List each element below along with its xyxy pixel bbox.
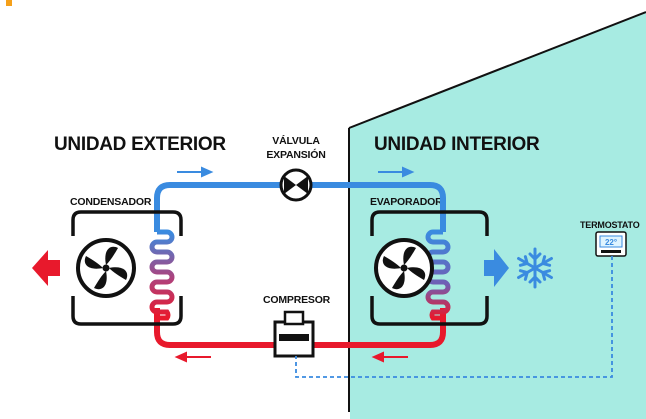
hot-air-arrow-icon bbox=[32, 250, 60, 286]
flow-arrow-bottom-left bbox=[174, 351, 211, 363]
indoor-roof-edge bbox=[348, 11, 646, 129]
compressor-icon bbox=[273, 310, 315, 358]
indoor-area bbox=[350, 12, 646, 419]
evaporator-housing bbox=[370, 210, 489, 326]
outdoor-unit-title: UNIDAD EXTERIOR bbox=[54, 134, 226, 155]
top-accent bbox=[6, 0, 12, 6]
flow-arrow-top-right bbox=[378, 166, 415, 178]
indoor-fan-icon bbox=[374, 238, 434, 298]
indoor-unit-title: UNIDAD INTERIOR bbox=[374, 134, 540, 155]
snowflake-icon bbox=[517, 247, 553, 289]
cold-air-arrow-icon bbox=[484, 249, 509, 287]
thermostat-label: TERMOSTATO bbox=[580, 220, 640, 230]
valve-label-line1: VÁLVULA bbox=[272, 134, 320, 147]
thermostat-display: 22° bbox=[605, 238, 617, 247]
condenser-coil bbox=[149, 229, 175, 321]
flow-arrow-bottom-right bbox=[371, 351, 408, 363]
fan-icon bbox=[76, 238, 136, 298]
thermostat-icon: 22° bbox=[595, 231, 627, 257]
evaporator-label: EVAPORADOR bbox=[370, 196, 443, 208]
flow-arrow-top-left bbox=[177, 166, 214, 178]
compressor-label: COMPRESOR bbox=[263, 294, 331, 306]
condenser-housing bbox=[71, 210, 183, 326]
expansion-valve-icon bbox=[279, 168, 313, 202]
condenser-label: CONDENSADOR bbox=[70, 196, 152, 208]
valve-label-line2: EXPANSIÓN bbox=[266, 148, 325, 161]
